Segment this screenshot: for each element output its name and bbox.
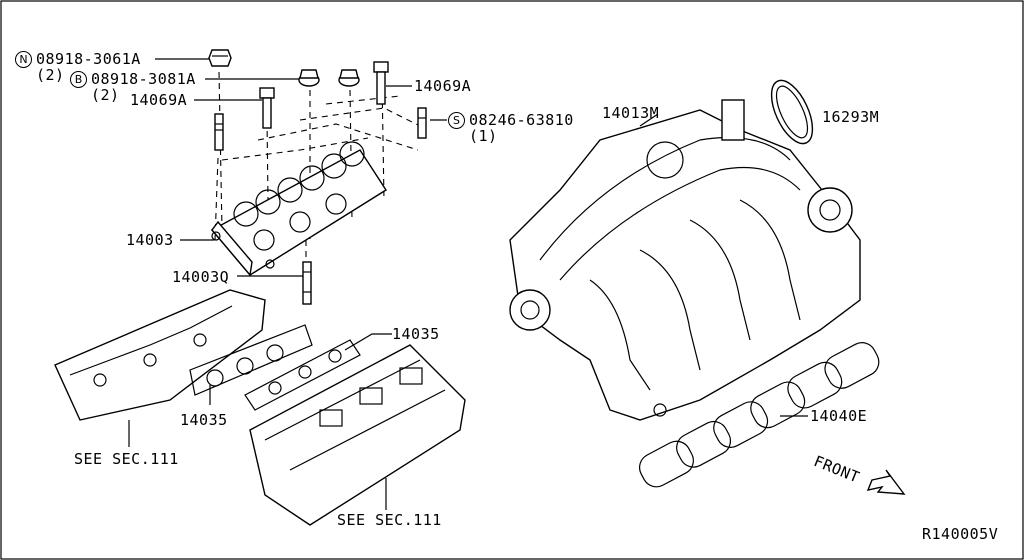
- cylinder-head-left: [54, 289, 266, 421]
- flange-nut-1: [298, 69, 320, 87]
- bolt-nut-top: [208, 49, 232, 67]
- stud-q: [302, 261, 312, 305]
- callout-bolt-s-qty: (1): [469, 127, 498, 145]
- cylinder-head-right: [249, 344, 466, 526]
- stud-right: [417, 107, 427, 139]
- callout-stud-q: 14003Q: [172, 268, 230, 286]
- bolt-s-badge: S: [448, 112, 465, 129]
- callout-bolt-b: 08918-3081A: [91, 70, 196, 88]
- gasket-right: [244, 339, 361, 411]
- callout-upper-manifold: 14013M: [602, 104, 660, 122]
- flange-nut-2: [338, 69, 360, 87]
- front-arrow-icon: [866, 469, 906, 495]
- manifold-gasket-upper: [638, 342, 880, 488]
- callout-bolt-s: 08246-63810: [469, 111, 574, 129]
- bolt-b-badge: B: [70, 71, 87, 88]
- lower-manifold: [210, 141, 387, 277]
- callout-bolt-b-qty: (2): [91, 86, 120, 104]
- bolt-long: [373, 61, 389, 105]
- callout-gasket-right: 14035: [392, 325, 440, 343]
- bolt-mid: [259, 87, 275, 129]
- callout-stud-left: 14069A: [130, 91, 188, 109]
- gasket-ring: [770, 79, 814, 145]
- reference-code: R140005V: [922, 525, 999, 543]
- callout-bolt-n-qty: (2): [36, 66, 65, 84]
- see-sec-left: SEE SEC.111: [74, 450, 179, 468]
- see-sec-right: SEE SEC.111: [337, 511, 442, 529]
- callout-gasket-left: 14035: [180, 411, 228, 429]
- callout-gasket-ring: 16293M: [822, 108, 880, 126]
- callout-lower-manifold: 14003: [126, 231, 174, 249]
- callout-stud-right: 14069A: [414, 77, 472, 95]
- gasket-left: [189, 324, 313, 396]
- callout-bolt-n: 08918-3061A: [36, 50, 141, 68]
- callout-gasket-upper: 14040E: [810, 407, 868, 425]
- stud-left: [214, 113, 224, 151]
- bolt-n-badge: N: [15, 51, 32, 68]
- upper-manifold: [509, 99, 861, 421]
